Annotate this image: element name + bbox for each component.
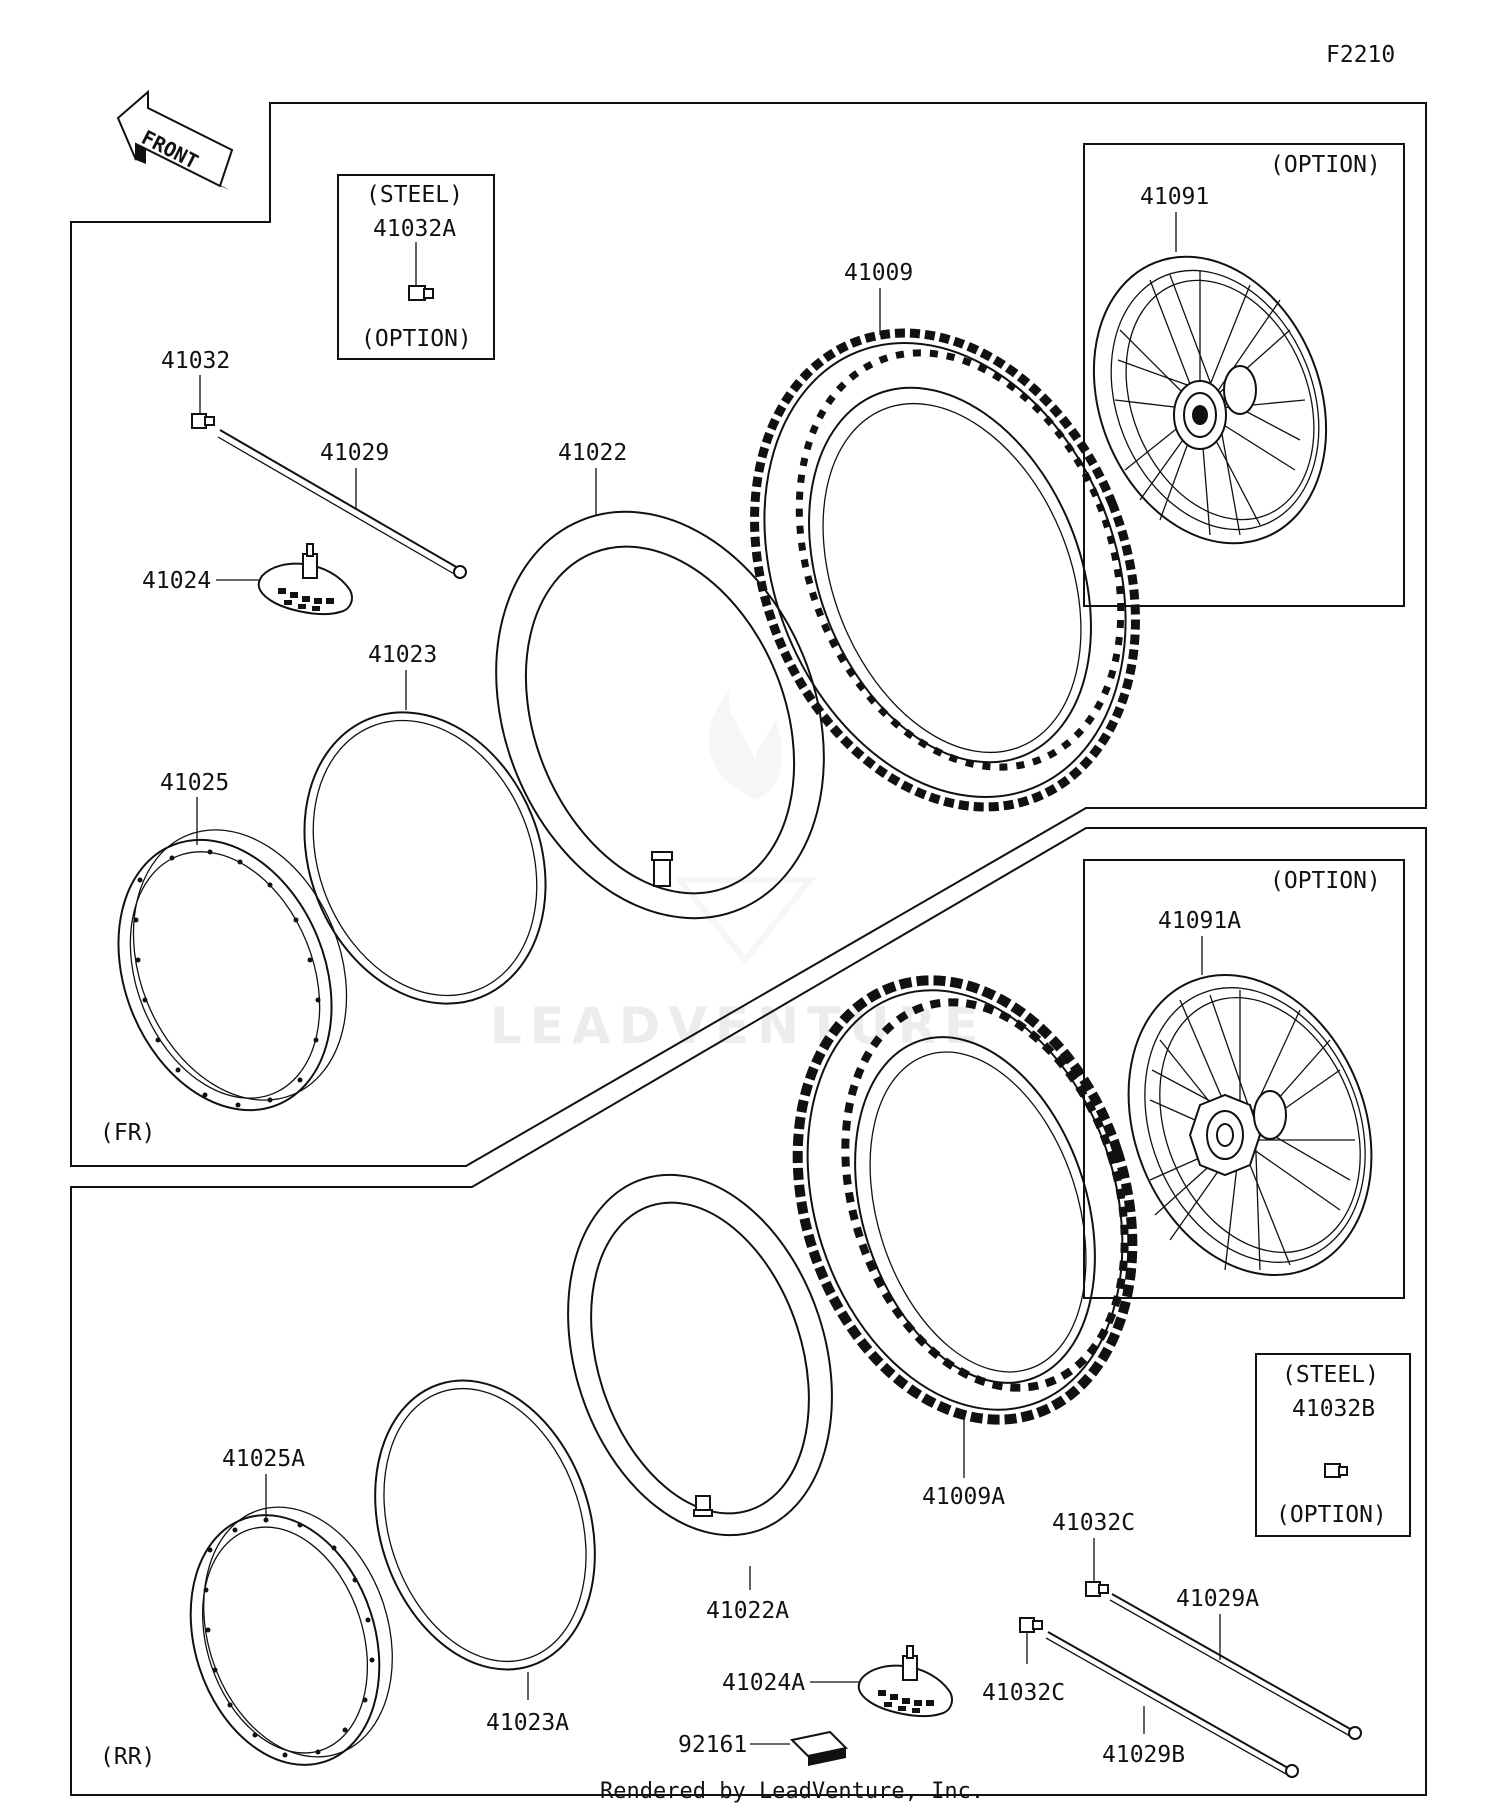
front-steel-box-part: 41032A (373, 216, 456, 242)
label-41024A[interactable]: 41024A (722, 1670, 805, 1696)
rear-steel-option-box (1255, 1353, 1411, 1537)
front-section-outline (70, 102, 1427, 1167)
label-41025A[interactable]: 41025A (222, 1446, 305, 1472)
label-41025[interactable]: 41025 (160, 770, 229, 796)
rear-wheel-option-title: (OPTION) (1270, 868, 1381, 894)
label-41023A[interactable]: 41023A (486, 1710, 569, 1736)
rear-steel-box-part: 41032B (1292, 1396, 1375, 1422)
label-41022A[interactable]: 41022A (706, 1598, 789, 1624)
front-steel-option-box (337, 174, 495, 360)
rear-tire-icon[interactable] (743, 937, 1186, 1464)
label-41022[interactable]: 41022 (558, 440, 627, 466)
watermark-text: LEADVENTURE (490, 997, 986, 1055)
rear-inner-tube-icon[interactable] (524, 1140, 876, 1569)
spoke-icon[interactable] (217, 429, 467, 579)
diagram-code: F2210 (1326, 42, 1395, 68)
spoke-rear-b-icon[interactable] (1045, 1631, 1299, 1778)
front-steel-box-title: (STEEL) (366, 182, 463, 208)
front-wheel-option-title: (OPTION) (1270, 152, 1381, 178)
spoke-rear-a-icon[interactable] (1109, 1593, 1362, 1740)
spoke-nipple-rear-top-icon[interactable] (1085, 1581, 1109, 1597)
label-41009A[interactable]: 41009A (922, 1484, 1005, 1510)
rear-steel-box-note: (OPTION) (1276, 1502, 1387, 1528)
front-wheel-option-box (1083, 143, 1405, 607)
rear-wheel-assembly-icon[interactable] (1085, 938, 1414, 1312)
label-41024[interactable]: 41024 (142, 568, 211, 594)
front-tire-icon[interactable] (686, 275, 1203, 864)
rear-rim-icon[interactable] (160, 1482, 423, 1789)
rear-section-outline (70, 827, 1427, 1796)
label-41029[interactable]: 41029 (320, 440, 389, 466)
valve-nut-rear-icon[interactable] (1324, 1463, 1348, 1478)
front-steel-box-note: (OPTION) (361, 326, 472, 352)
watermark-flame-logo (673, 690, 817, 965)
label-41032C-top[interactable]: 41032C (1052, 1510, 1135, 1536)
rear-steel-box-title: (STEEL) (1282, 1362, 1379, 1388)
rear-section-tag: (RR) (100, 1744, 155, 1770)
label-41091A[interactable]: 41091A (1158, 908, 1241, 934)
label-41032[interactable]: 41032 (161, 348, 230, 374)
spoke-nipple-rear-bottom-icon[interactable] (1019, 1617, 1043, 1633)
rim-lock-icon[interactable] (257, 543, 353, 616)
front-wheel-assembly-icon[interactable] (1053, 222, 1368, 579)
label-41032C-bottom[interactable]: 41032C (982, 1680, 1065, 1706)
spoke-nipple-icon[interactable] (191, 413, 215, 429)
valve-nut-icon[interactable] (408, 285, 434, 301)
rear-wheel-option-box (1083, 859, 1405, 1299)
front-arrow-icon: FRONT (116, 89, 234, 190)
spacer-block-icon[interactable] (789, 1730, 849, 1766)
watermark: LEADVENTURE (490, 690, 986, 1055)
footer-credit: Rendered by LeadVenture, Inc. (600, 1779, 984, 1804)
label-41029B[interactable]: 41029B (1102, 1742, 1185, 1768)
label-41029A[interactable]: 41029A (1176, 1586, 1259, 1612)
rear-rim-lock-icon[interactable] (857, 1645, 953, 1718)
label-41023[interactable]: 41023 (368, 642, 437, 668)
label-41091[interactable]: 41091 (1140, 184, 1209, 210)
rim-band-icon[interactable] (262, 676, 588, 1040)
front-section-tag: (FR) (100, 1120, 155, 1146)
label-41009[interactable]: 41009 (844, 260, 913, 286)
front-inner-tube-icon[interactable] (438, 462, 883, 968)
label-92161[interactable]: 92161 (678, 1732, 747, 1758)
front-rim-icon[interactable] (80, 798, 385, 1143)
rear-rim-band-icon[interactable] (339, 1352, 630, 1698)
